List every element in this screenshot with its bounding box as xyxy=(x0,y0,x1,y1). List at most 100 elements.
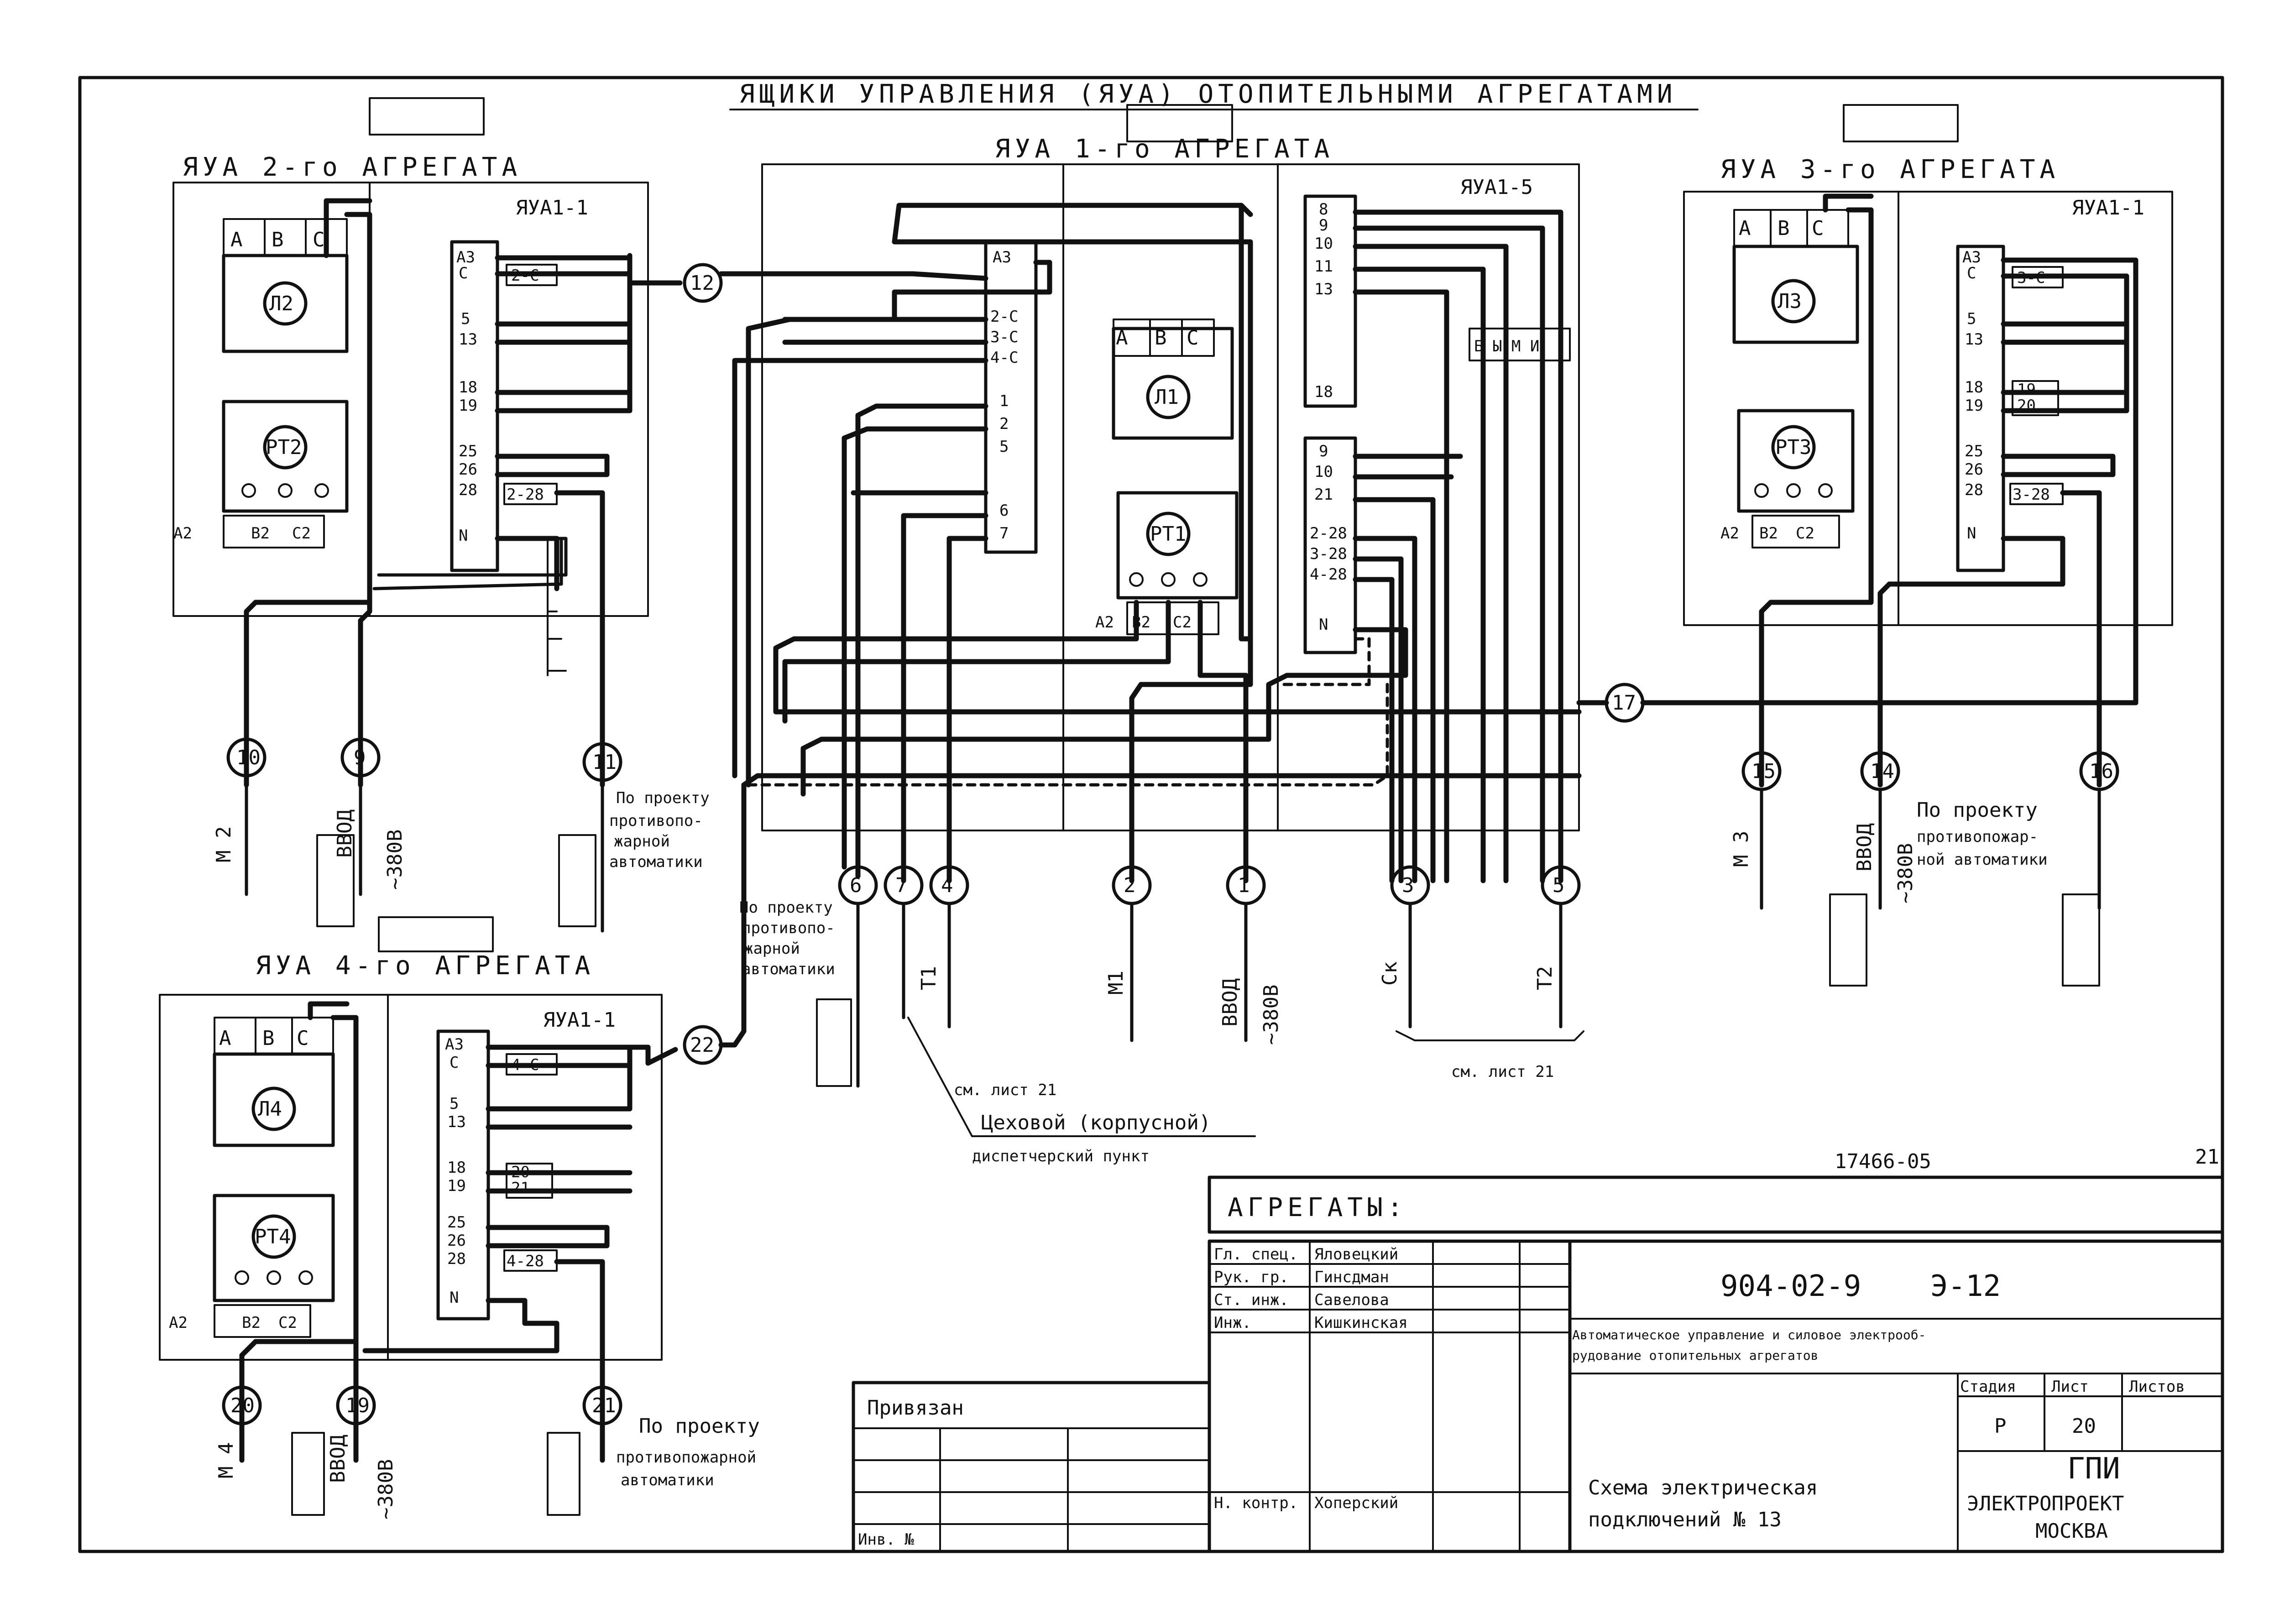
svg-text:N: N xyxy=(459,527,468,545)
svg-text:ВВОД: ВВОД xyxy=(1853,823,1876,872)
svg-text:13: 13 xyxy=(447,1113,466,1131)
svg-text:М 3: М 3 xyxy=(1730,831,1753,867)
svg-text:ГПИ: ГПИ xyxy=(2067,1452,2120,1486)
svg-text:2-28: 2-28 xyxy=(507,486,544,504)
svg-text:10: 10 xyxy=(236,746,261,769)
svg-text:N: N xyxy=(1967,524,1976,543)
unit-1-terminal-block-c xyxy=(1303,436,1357,654)
svg-text:Листов: Листов xyxy=(2129,1378,2185,1396)
svg-text:1: 1 xyxy=(999,392,1009,410)
svg-text:26: 26 xyxy=(459,460,477,479)
svg-text:С: С xyxy=(297,1027,309,1050)
svg-text:С2: С2 xyxy=(292,524,311,543)
svg-text:9: 9 xyxy=(1319,216,1328,235)
svg-text:3: 3 xyxy=(1402,874,1414,897)
svg-text:12: 12 xyxy=(690,272,714,295)
svg-text:28: 28 xyxy=(447,1250,466,1268)
unit-1-terminal-block-a xyxy=(984,240,1038,554)
svg-text:В: В xyxy=(262,1027,275,1050)
svg-text:А3: А3 xyxy=(445,1035,464,1054)
svg-text:ЯУА1-1: ЯУА1-1 xyxy=(543,1008,616,1032)
svg-text:3-С: 3-С xyxy=(990,328,1018,346)
svg-text:противопожар-: противопожар- xyxy=(1917,828,2038,846)
svg-text:противопожарной: противопожарной xyxy=(616,1448,756,1467)
svg-text:18: 18 xyxy=(459,378,477,397)
svg-text:5: 5 xyxy=(999,438,1009,456)
svg-text:13: 13 xyxy=(1965,330,1983,349)
svg-text:ной автоматики: ной автоматики xyxy=(1917,851,2048,869)
drawing-title: Схема электрическая xyxy=(1588,1476,1818,1499)
svg-text:ВВОД: ВВОД xyxy=(326,1435,350,1483)
svg-text:С: С xyxy=(450,1054,459,1072)
svg-text:жарной: жарной xyxy=(744,940,800,958)
svg-text:автоматики: автоматики xyxy=(609,853,703,871)
svg-text:Э-12: Э-12 xyxy=(1930,1269,2001,1303)
unit-3-title: ЯУА 3-го АГРЕГАТА xyxy=(1720,155,2060,184)
svg-text:19: 19 xyxy=(459,397,477,415)
svg-text:18: 18 xyxy=(1965,378,1983,397)
svg-text:14: 14 xyxy=(1870,760,1894,783)
svg-text:ВВОД: ВВОД xyxy=(1218,978,1242,1027)
svg-text:Л2: Л2 xyxy=(269,292,293,315)
svg-text:6: 6 xyxy=(999,501,1009,520)
svg-text:Гинсдман: Гинсдман xyxy=(1314,1268,1389,1286)
svg-text:19: 19 xyxy=(1965,397,1983,415)
svg-text:А3: А3 xyxy=(1962,248,1981,266)
svg-text:В2: В2 xyxy=(251,524,270,543)
svg-text:13: 13 xyxy=(1314,280,1333,298)
svg-text:С: С xyxy=(1967,264,1976,282)
svg-text:10: 10 xyxy=(1314,235,1333,253)
svg-text:Стадия: Стадия xyxy=(1960,1378,2016,1396)
svg-text:С: С xyxy=(459,264,468,282)
svg-text:3-28: 3-28 xyxy=(2013,486,2050,504)
svg-text:В: В xyxy=(1778,217,1790,240)
svg-text:19: 19 xyxy=(345,1394,370,1417)
svg-text:А2: А2 xyxy=(1095,613,1114,632)
svg-text:С: С xyxy=(1812,217,1824,240)
svg-text:~380В: ~380В xyxy=(1260,985,1283,1045)
svg-text:7: 7 xyxy=(999,524,1009,543)
svg-text:9: 9 xyxy=(1319,442,1328,460)
svg-text:16: 16 xyxy=(2089,760,2113,783)
svg-text:Привязан: Привязан xyxy=(867,1396,964,1420)
svg-text:С2: С2 xyxy=(278,1314,297,1332)
svg-text:22: 22 xyxy=(690,1034,714,1057)
unit-2-cab-label: ЯУА1-1 xyxy=(516,196,588,219)
svg-text:4: 4 xyxy=(941,874,953,897)
object-label: АГРЕГАТЫ: xyxy=(1228,1193,1407,1222)
svg-text:С2: С2 xyxy=(1173,613,1192,632)
svg-text:см. лист 21: см. лист 21 xyxy=(1451,1063,1554,1081)
svg-text:26: 26 xyxy=(1965,460,1983,479)
svg-text:17: 17 xyxy=(1612,691,1636,715)
lamp-l4 xyxy=(251,1086,296,1131)
svg-text:автоматики: автоматики xyxy=(621,1471,714,1489)
svg-text:~380В: ~380В xyxy=(383,830,407,890)
svg-text:21: 21 xyxy=(2195,1145,2219,1169)
svg-text:6: 6 xyxy=(850,874,862,897)
svg-text:РТ4: РТ4 xyxy=(255,1225,291,1248)
svg-text:Т2: Т2 xyxy=(1533,966,1557,990)
svg-text:РТ1: РТ1 xyxy=(1150,522,1186,546)
svg-text:21: 21 xyxy=(511,1179,530,1197)
svg-text:автоматики: автоматики xyxy=(742,960,835,978)
svg-text:М 4: М 4 xyxy=(214,1442,238,1478)
unit-4-title: ЯУА 4-го АГРЕГАТА xyxy=(256,951,595,981)
svg-text:Л3: Л3 xyxy=(1778,290,1802,313)
svg-text:А: А xyxy=(230,228,243,251)
svg-text:Гл. спец.: Гл. спец. xyxy=(1214,1245,1298,1264)
svg-text:19: 19 xyxy=(2017,381,2036,399)
svg-text:В: В xyxy=(272,228,284,251)
svg-text:4-28: 4-28 xyxy=(1310,565,1347,584)
unit-2-title: ЯУА 2-го АГРЕГАТА xyxy=(183,152,522,182)
svg-text:20: 20 xyxy=(2072,1415,2096,1438)
svg-text:10: 10 xyxy=(1314,463,1333,481)
svg-text:По проекту: По проекту xyxy=(616,789,710,807)
svg-text:26: 26 xyxy=(447,1232,466,1250)
svg-text:7: 7 xyxy=(895,874,908,897)
svg-text:28: 28 xyxy=(1965,481,1983,499)
svg-text:~380В: ~380В xyxy=(374,1459,397,1520)
svg-text:По проекту: По проекту xyxy=(639,1415,760,1438)
svg-text:С: С xyxy=(313,228,325,251)
svg-text:11: 11 xyxy=(1314,257,1333,276)
svg-text:2-28: 2-28 xyxy=(1310,524,1347,543)
